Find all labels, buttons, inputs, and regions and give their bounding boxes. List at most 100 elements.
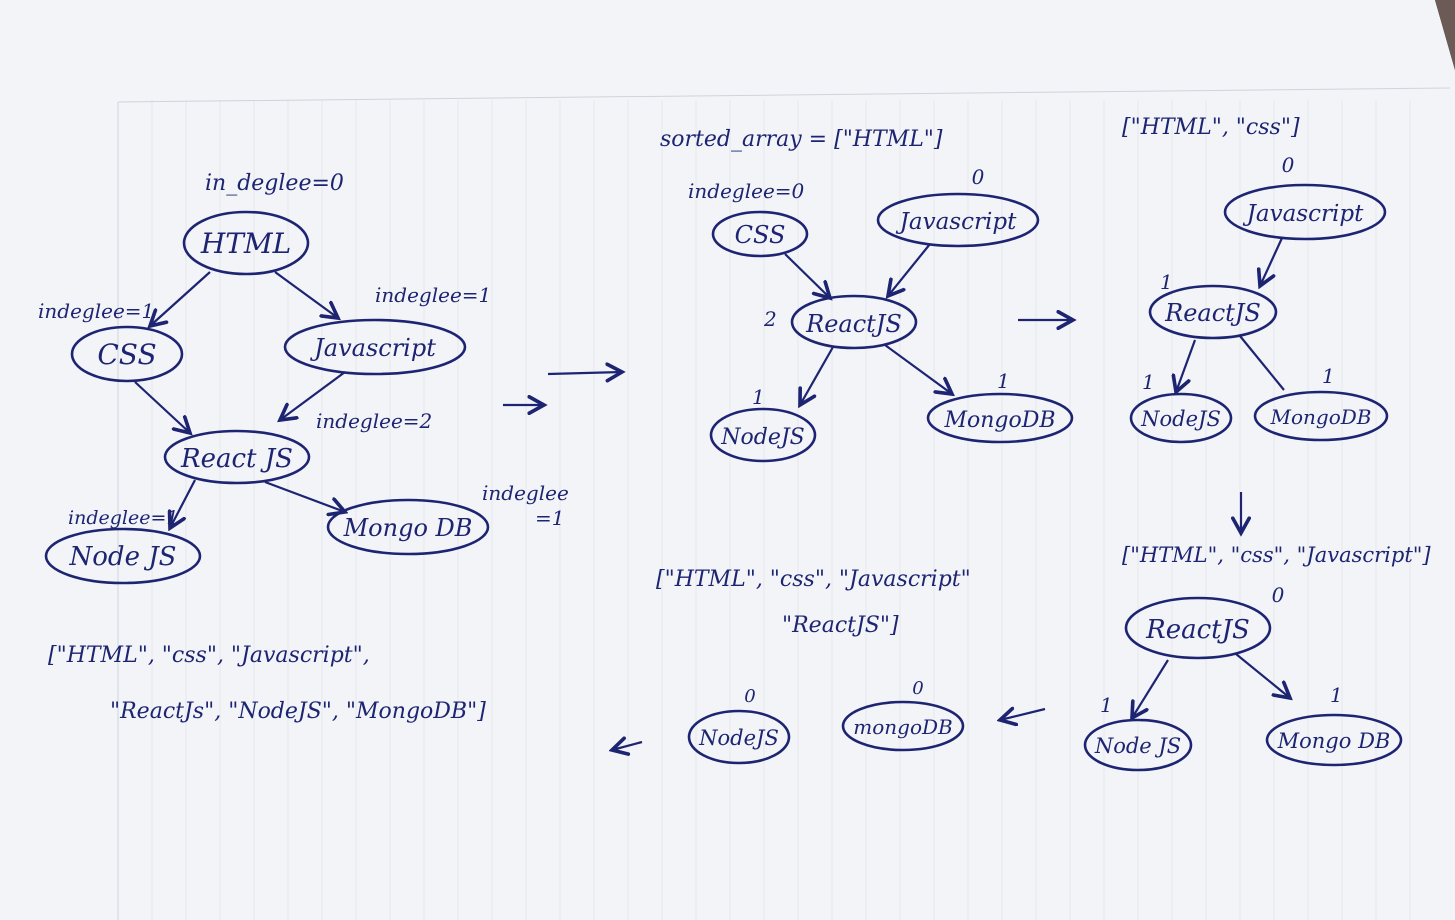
- d4-reactjs-indegree: 0: [1272, 583, 1285, 607]
- d2-edge-reactjs-mongodb: [884, 344, 952, 394]
- d4-node-nodejs: Node JS: [1083, 718, 1193, 772]
- edge-html-css: [150, 271, 211, 326]
- d2-node-nodejs: NodeJS: [709, 407, 817, 463]
- diagram-1-edges: [134, 271, 346, 528]
- diagram-2: sorted_array = ["HTML"] CSS indeglee=0 J…: [660, 127, 1074, 463]
- reactjs-indegree-label: indeglee=2: [316, 409, 432, 433]
- node-javascript: Javascript: [283, 318, 467, 376]
- d2-nodejs-indegree: 1: [752, 385, 765, 409]
- d4-edge-reactjs-nodejs: [1132, 659, 1169, 718]
- html-indegree-label: in_deglee=0: [205, 171, 344, 196]
- d5-mongodb-indegree: 0: [912, 678, 923, 699]
- d5-node-mongodb-label: mongoDB: [853, 715, 952, 739]
- d3-node-reactjs-label: ReactJS: [1164, 299, 1261, 327]
- arrow-d5-to-result: [612, 742, 643, 750]
- d3-edge-reactjs-nodejs: [1176, 339, 1197, 392]
- node-reactjs-label: React JS: [180, 444, 293, 474]
- edge-reactjs-mongodb: [264, 480, 345, 512]
- diagram-5: ["HTML", "css", "Javascript" "ReactJS"] …: [656, 567, 971, 765]
- d3-reactjs-indegree: 1: [1160, 270, 1173, 294]
- result-line2: "ReactJs", "NodeJS", "MongoDB"]: [110, 699, 486, 724]
- d2-edge-javascript-reactjs: [888, 243, 931, 296]
- final-sorted-array: ["HTML", "css", "Javascript", "ReactJs",…: [48, 643, 486, 724]
- node-javascript-label: Javascript: [309, 334, 436, 362]
- d3-mongodb-indegree: 1: [1322, 364, 1335, 388]
- d3-header: ["HTML", "css"]: [1122, 115, 1300, 140]
- d2-node-mongodb-label: MongoDB: [943, 408, 1055, 433]
- d5-header-line2: "ReactJS"]: [782, 613, 899, 638]
- d3-node-mongodb: MongoDB: [1253, 390, 1389, 442]
- d4-mongodb-indegree: 1: [1330, 683, 1343, 707]
- node-html: HTML: [182, 210, 310, 276]
- node-mongodb-label: Mongo DB: [343, 514, 473, 542]
- d3-node-reactjs: ReactJS: [1148, 284, 1278, 340]
- result-line1: ["HTML", "css", "Javascript",: [48, 643, 370, 668]
- d3-javascript-indegree: 0: [1282, 153, 1295, 177]
- javascript-indegree-label: indeglee=1: [375, 283, 491, 307]
- d4-edge-reactjs-mongodb: [1235, 653, 1290, 698]
- d5-header-line1: ["HTML", "css", "Javascript": [656, 567, 971, 592]
- d2-javascript-indegree: 0: [972, 165, 985, 189]
- d2-edge-css-reactjs: [784, 253, 830, 298]
- diagram-3-edges: [1176, 237, 1285, 392]
- diagram-4-edges: [1132, 653, 1290, 718]
- mongodb-indegree-label-2: =1: [535, 506, 564, 530]
- vertical-rules: [151, 100, 1411, 920]
- edge-javascript-reactjs: [280, 371, 346, 420]
- d2-mongodb-indegree: 1: [997, 369, 1010, 393]
- d3-node-mongodb-label: MongoDB: [1270, 405, 1372, 429]
- node-css: CSS: [70, 325, 184, 383]
- d2-reactjs-indegree: 2: [763, 307, 777, 331]
- d3-edge-reactjs-mongodb: [1239, 335, 1285, 391]
- edge-html-javascript: [274, 271, 338, 318]
- d3-node-javascript: Javascript: [1223, 183, 1387, 241]
- css-indegree-label: indeglee=1: [38, 299, 154, 323]
- d3-edge-javascript-reactjs: [1260, 237, 1283, 286]
- d5-nodejs-indegree: 0: [744, 686, 755, 707]
- diagram-2-edges: [784, 243, 952, 405]
- d5-node-nodejs-label: NodeJS: [698, 726, 779, 750]
- d3-nodejs-indegree: 1: [1142, 370, 1155, 394]
- d4-header: ["HTML", "css", "Javascript"]: [1122, 543, 1431, 567]
- d2-node-reactjs: ReactJS: [790, 294, 918, 350]
- d2-node-css: CSS: [711, 210, 809, 258]
- node-reactjs: React JS: [163, 429, 311, 485]
- d3-node-javascript-label: Javascript: [1243, 201, 1364, 227]
- d2-node-mongodb: MongoDB: [926, 392, 1074, 444]
- d4-nodejs-indegree: 1: [1100, 693, 1113, 717]
- edge-reactjs-nodejs: [170, 479, 196, 528]
- arrow-d4-to-d5: [1000, 709, 1046, 720]
- diagram-3: ["HTML", "css"] Javascript 0 ReactJS 1 N…: [1122, 115, 1389, 444]
- d4-node-nodejs-label: Node JS: [1094, 734, 1181, 758]
- d2-node-javascript: Javascript: [876, 192, 1040, 248]
- node-nodejs: Node JS: [44, 527, 202, 585]
- node-html-label: HTML: [200, 227, 291, 260]
- d5-node-nodejs: NodeJS: [687, 709, 791, 765]
- d2-node-javascript-label: Javascript: [896, 209, 1017, 235]
- nodejs-indegree-label: indeglee=1: [68, 507, 178, 529]
- d2-edge-reactjs-nodejs: [800, 346, 834, 405]
- d2-node-nodejs-label: NodeJS: [720, 425, 805, 450]
- d4-node-reactjs-label: ReactJS: [1145, 615, 1250, 645]
- d3-node-nodejs-label: NodeJS: [1140, 407, 1221, 431]
- d3-node-nodejs: NodeJS: [1129, 392, 1233, 444]
- d2-node-css-label: CSS: [735, 221, 786, 249]
- edge-css-reactjs: [134, 381, 190, 433]
- node-nodejs-label: Node JS: [69, 542, 177, 572]
- d4-node-mongodb: Mongo DB: [1265, 713, 1403, 767]
- d2-css-indegree: indeglee=0: [688, 179, 805, 203]
- ruled-lines: [117, 87, 1451, 920]
- d4-node-mongodb-label: Mongo DB: [1277, 729, 1391, 753]
- node-mongodb: Mongo DB: [326, 498, 490, 556]
- mongodb-indegree-label-1: indeglee: [482, 481, 569, 505]
- d2-node-reactjs-label: ReactJS: [805, 310, 902, 338]
- node-css-label: CSS: [97, 338, 156, 371]
- d4-node-reactjs: ReactJS: [1124, 596, 1272, 660]
- d2-header: sorted_array = ["HTML"]: [660, 127, 943, 152]
- diagram-1: HTML in_deglee=0 CSS indeglee=1 Javascri…: [38, 171, 569, 585]
- d5-node-mongodb: mongoDB: [841, 700, 965, 752]
- paper-shadow-corner: [1435, 0, 1455, 70]
